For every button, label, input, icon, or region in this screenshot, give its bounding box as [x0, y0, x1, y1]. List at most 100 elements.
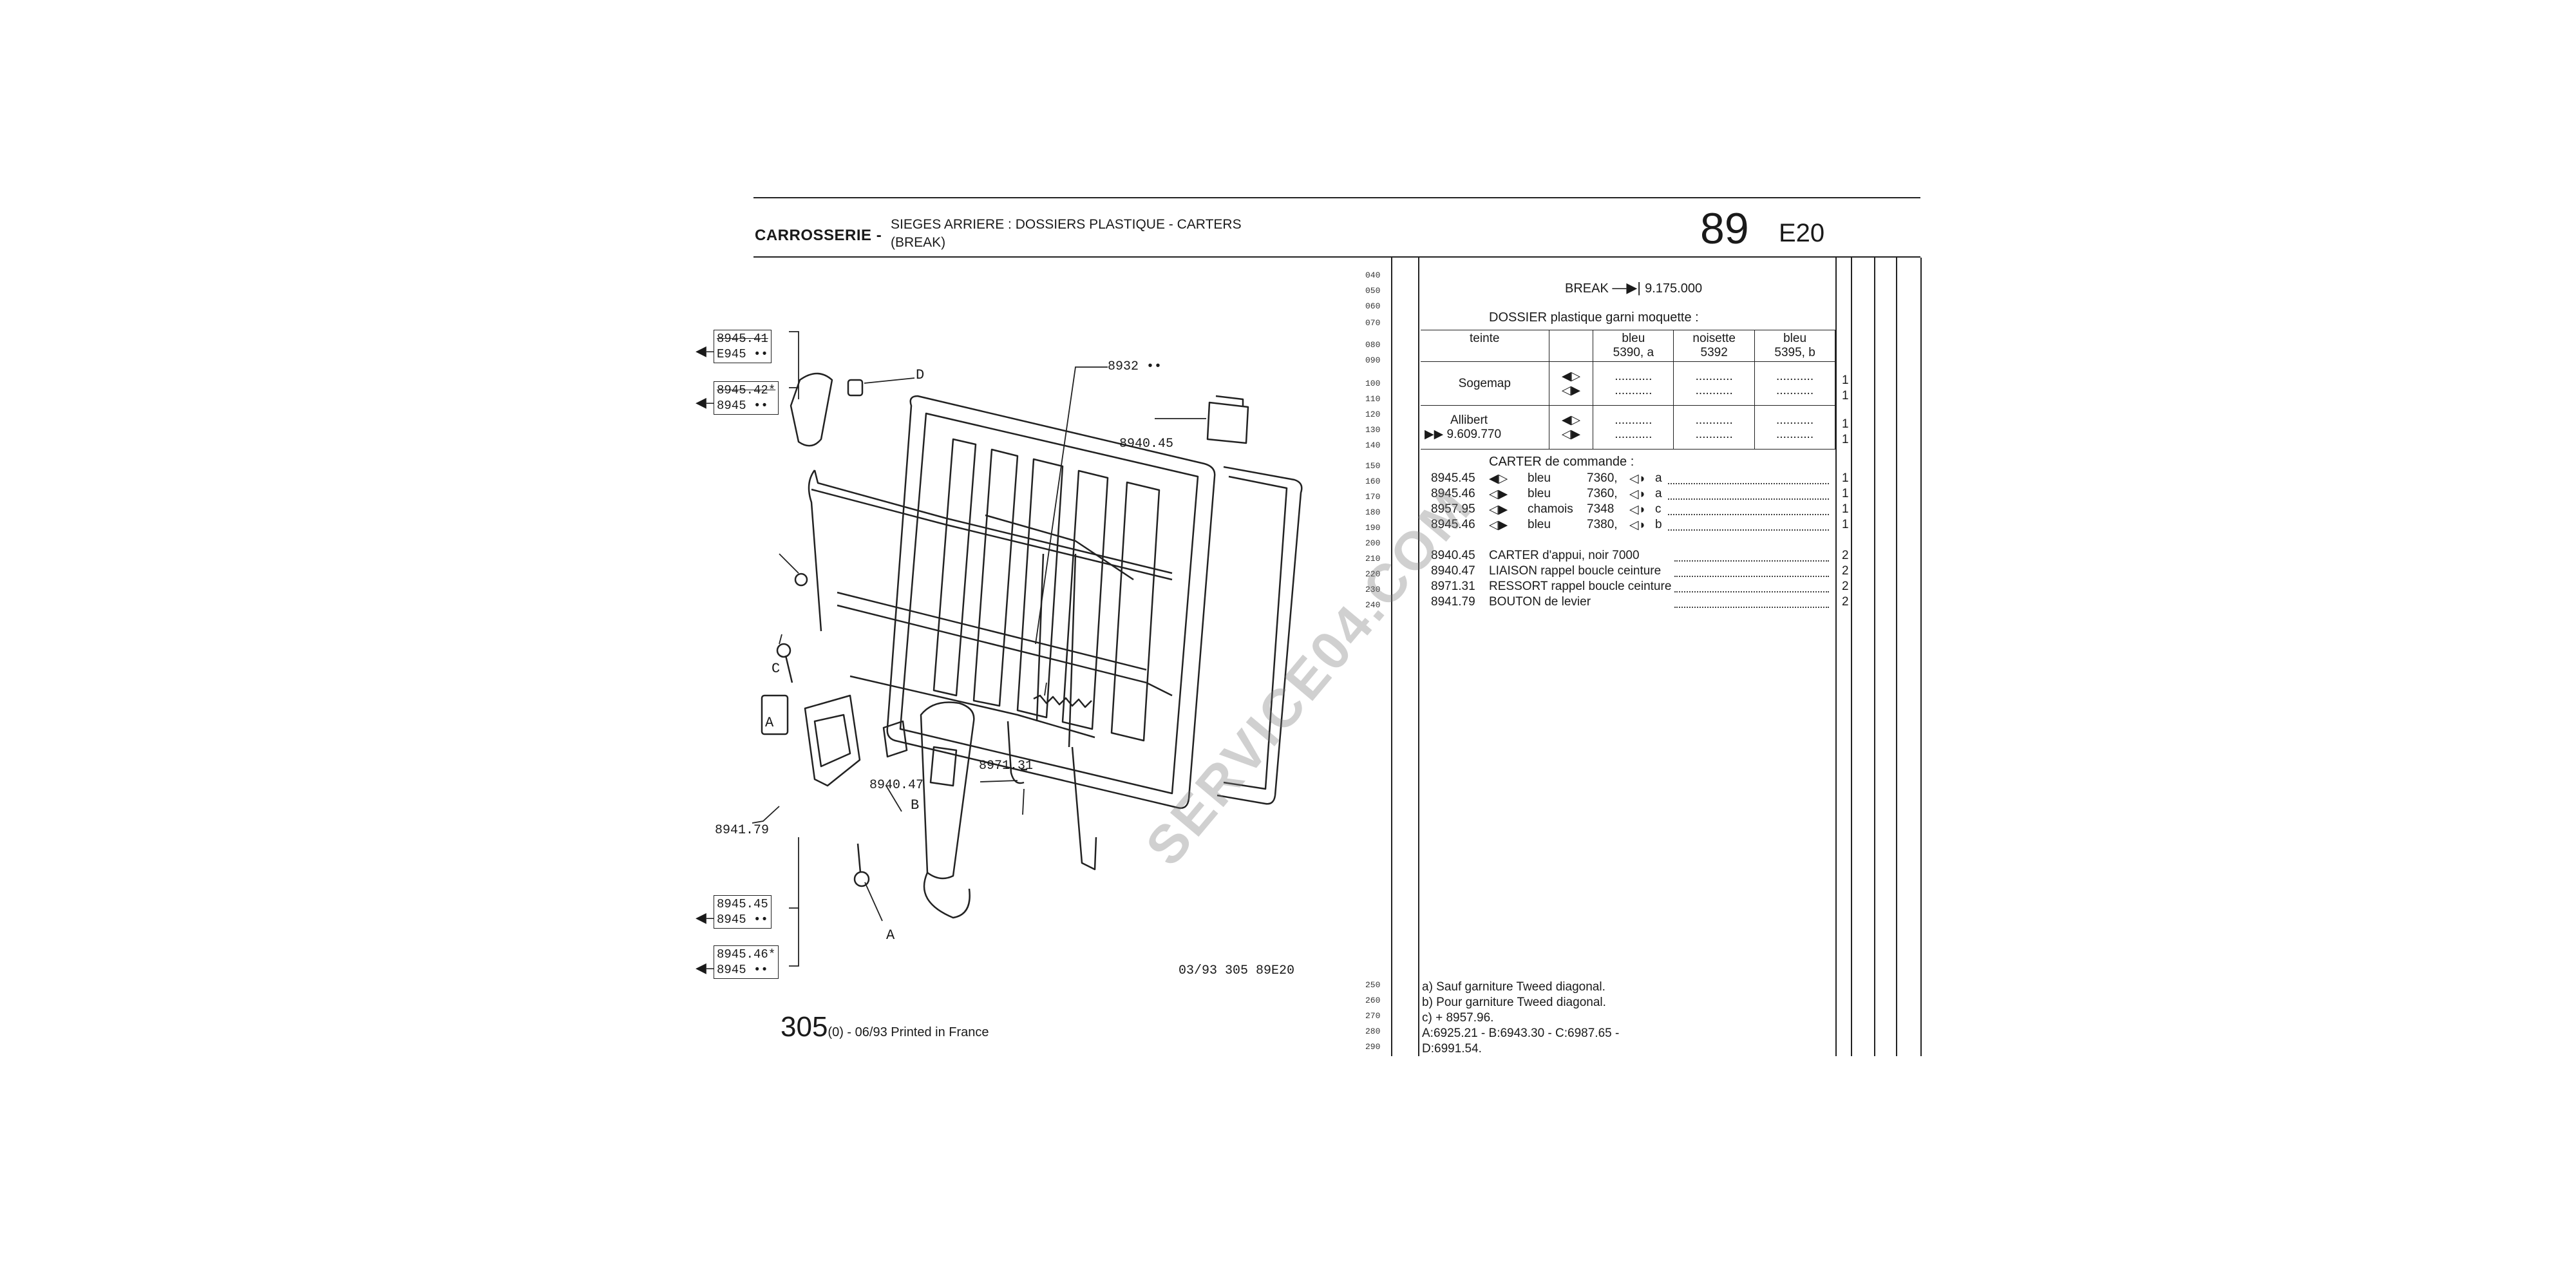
- line-number: 080: [1365, 340, 1381, 350]
- label-894179: 8941.79: [715, 823, 770, 838]
- leader-dots: [1674, 560, 1829, 562]
- category-label: CARROSSERIE -: [755, 227, 882, 244]
- qty-column-right-rule: [1920, 258, 1922, 1056]
- qty-sogemap-1: 1: [1842, 374, 1849, 387]
- ressort-897131: [1033, 694, 1092, 708]
- dossier-title: DOSSIER plastique garni moquette :: [1489, 310, 1699, 325]
- part-ref: 8941.79: [1431, 595, 1475, 609]
- label-b: B: [911, 797, 920, 813]
- leader-dots: [1674, 607, 1829, 608]
- sogemap-cell-1: ......................: [1593, 361, 1674, 406]
- part-desc: BOUTON de levier: [1489, 595, 1591, 609]
- qty-sogemap-2: 1: [1842, 389, 1849, 402]
- line-number: 100: [1365, 379, 1381, 388]
- carter-color: chamois: [1528, 502, 1573, 516]
- label-894047: 8940.47: [869, 778, 924, 793]
- page-title-line2: (BREAK): [891, 235, 946, 250]
- page-title-line1: SIEGES ARRIERE : DOSSIERS PLASTIQUE - CA…: [891, 217, 1242, 232]
- carter-qty: 1: [1842, 518, 1849, 531]
- qty-allibert-1: 1: [1842, 417, 1849, 431]
- line-number: 120: [1365, 410, 1381, 419]
- print-info: 305(0) - 06/93 Printed in France: [781, 1011, 989, 1043]
- break-line: BREAK —▶| 9.175.000: [1565, 279, 1703, 296]
- part-qty: 2: [1842, 564, 1849, 578]
- carter-qty: 1: [1842, 487, 1849, 500]
- carter-variant: b: [1655, 518, 1662, 531]
- leader-dots: [1668, 529, 1829, 531]
- header-bottom-rule: [753, 256, 1920, 258]
- part-ref: 8971.31: [1431, 580, 1475, 593]
- part-desc: LIAISON rappel boucle ceinture: [1489, 564, 1662, 578]
- allibert-cell-1: ......................: [1593, 405, 1674, 450]
- label-c: C: [772, 661, 781, 677]
- diagram-ref-code: 03/93 305 89E20: [1179, 963, 1295, 978]
- side-icon: ◁▶: [1489, 488, 1508, 501]
- leader-dots: [1674, 591, 1829, 592]
- frame-leg: [1071, 746, 1097, 871]
- line-number: 150: [1365, 461, 1381, 471]
- line-number: 060: [1365, 301, 1381, 311]
- carter-de-commande: [804, 694, 861, 787]
- table-header-teinte: teinte: [1421, 330, 1549, 362]
- leader-dots: [1668, 498, 1829, 500]
- box-8945-42: 8945.42*8945 ••: [714, 381, 779, 415]
- carter-code: 7360,: [1587, 487, 1618, 500]
- carter-qty: 1: [1842, 471, 1849, 485]
- part-ref: 8940.45: [1431, 549, 1475, 562]
- line-number: 110: [1365, 394, 1381, 404]
- variant-icon: ◁◗: [1629, 503, 1647, 516]
- page-code: E20: [1779, 219, 1825, 247]
- line-number: 200: [1365, 538, 1381, 548]
- carter-code: 7380,: [1587, 518, 1618, 531]
- allibert-side-icons: ◀▷◁▶: [1548, 405, 1594, 450]
- label-a-top: A: [765, 715, 774, 731]
- carter-color: bleu: [1528, 471, 1551, 485]
- line-number: 040: [1365, 270, 1381, 280]
- header-top-rule: [753, 197, 1920, 198]
- qty-column-left-rule: [1835, 258, 1837, 1056]
- line-number: 240: [1365, 600, 1381, 610]
- line-number-divider: [1391, 258, 1392, 1056]
- qty-column-rule-3: [1874, 258, 1875, 1056]
- frame-tube-top: [813, 469, 1173, 574]
- carter-ref: 8945.45: [1431, 471, 1475, 485]
- line-number: 070: [1365, 318, 1381, 328]
- footnote-line: A:6925.21 - B:6943.30 - C:6987.65 -: [1422, 1027, 1620, 1040]
- carter-code: 7348: [1587, 502, 1615, 516]
- part-desc: CARTER d'appui, noir 7000: [1489, 549, 1640, 562]
- rear-panel-outline: [1217, 466, 1303, 805]
- carter-894045: [1206, 401, 1249, 444]
- carter-ref: 8957.95: [1431, 502, 1475, 516]
- leader-dots: [1668, 514, 1829, 515]
- line-number: 170: [1365, 492, 1381, 502]
- footnote-line: D:6991.54.: [1422, 1042, 1482, 1056]
- part-desc: RESSORT rappel boucle ceinture: [1489, 580, 1672, 593]
- label-a-bottom: A: [886, 927, 895, 943]
- allibert-cell-2: ......................: [1673, 405, 1756, 450]
- variant-icon: ◁◗: [1629, 518, 1647, 532]
- belt-buckle: [920, 701, 975, 880]
- carter-qty: 1: [1842, 502, 1849, 516]
- arrow-from-icon: ▶▶: [1425, 427, 1447, 441]
- qty-allibert-2: 1: [1842, 433, 1849, 446]
- line-number: 230: [1365, 585, 1381, 594]
- carter-variant: a: [1655, 471, 1662, 485]
- print-page-number: 305: [781, 1011, 828, 1043]
- sogemap-side-icons: ◀▷◁▶: [1548, 361, 1594, 406]
- sogemap-cell-3: ......................: [1754, 361, 1835, 406]
- carter-variant: c: [1655, 502, 1662, 516]
- line-number: 190: [1365, 523, 1381, 533]
- footnote-line: c) + 8957.96.: [1422, 1011, 1494, 1025]
- carter-color: bleu: [1528, 518, 1551, 531]
- line-number: 270: [1365, 1011, 1381, 1021]
- bouton-894179: [761, 694, 789, 735]
- line-number: 050: [1365, 286, 1381, 296]
- label-8932: 8932 ••: [1108, 359, 1162, 374]
- arrow-to-icon: —▶|: [1612, 279, 1645, 296]
- part-qty: 2: [1842, 549, 1849, 562]
- sogemap-cell-2: ......................: [1673, 361, 1756, 406]
- variant-icon: ◁◗: [1629, 472, 1647, 486]
- line-number: 140: [1365, 440, 1381, 450]
- carter-ref: 8945.46: [1431, 487, 1475, 500]
- line-number: 210: [1365, 554, 1381, 564]
